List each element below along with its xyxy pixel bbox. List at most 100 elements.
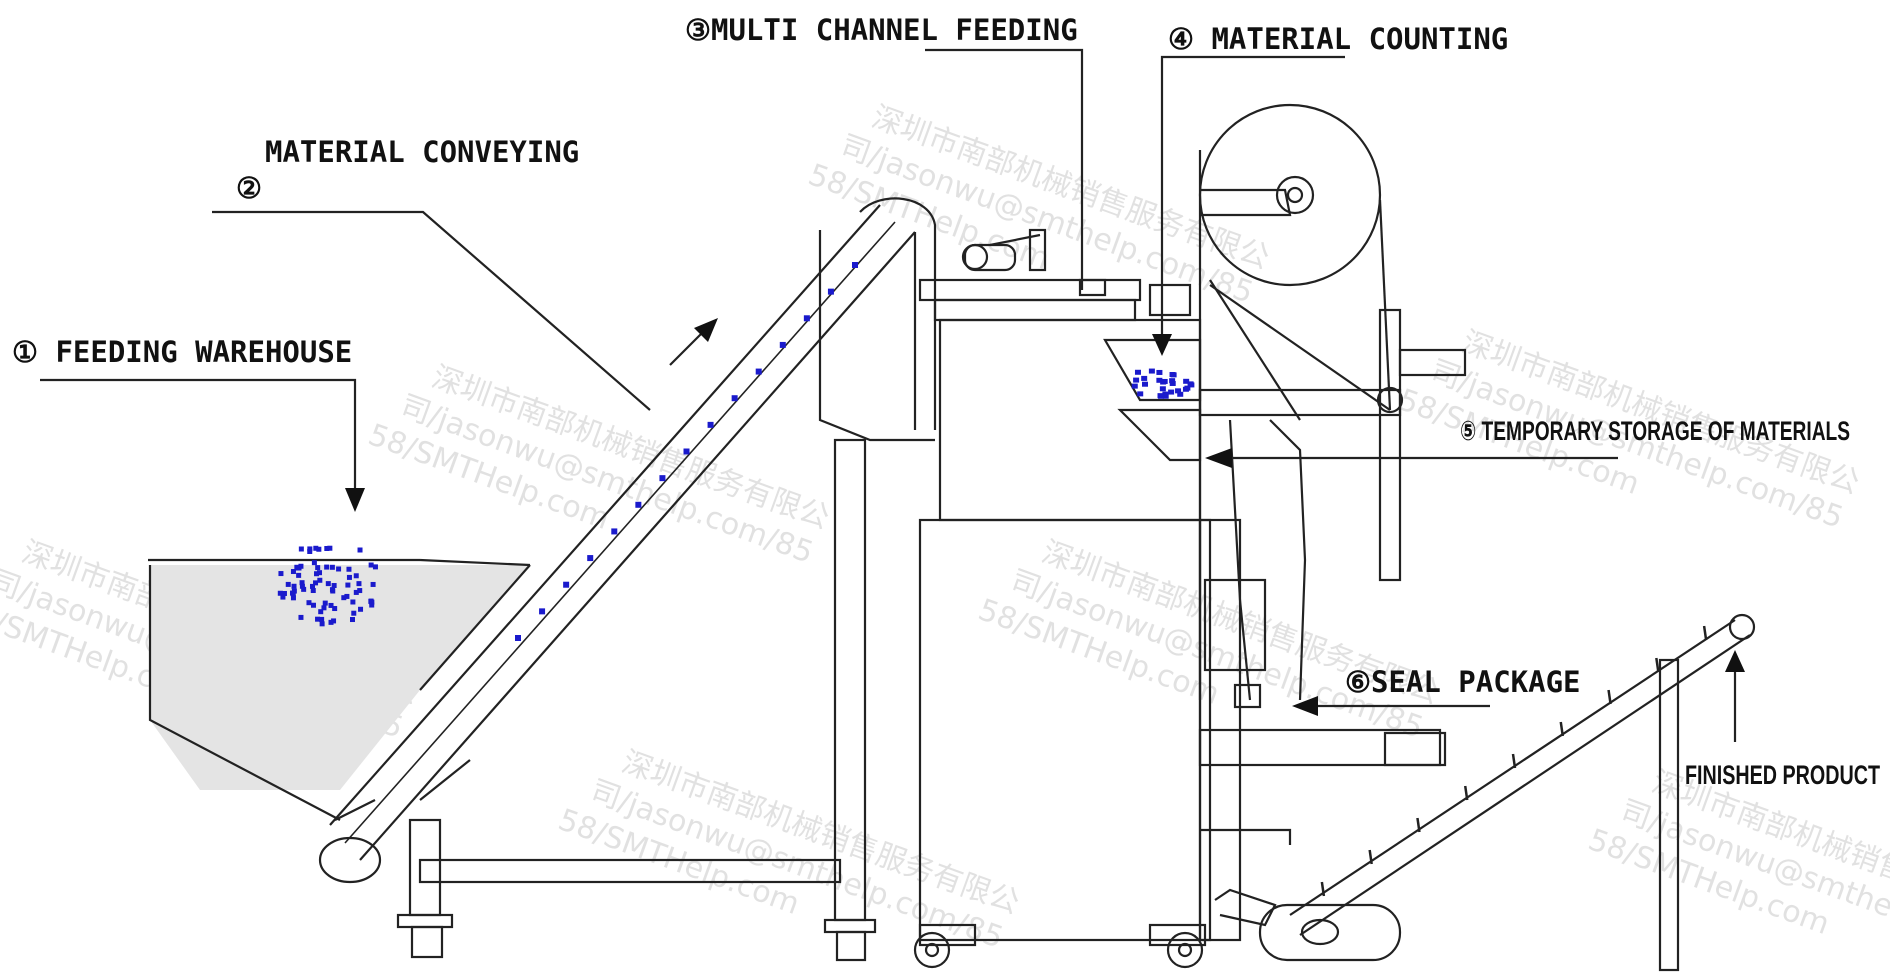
material-pellet xyxy=(353,573,359,579)
watermark: 深圳市南部机械销售服务有限公 司/jasonwu@smthelp.com/85 … xyxy=(974,535,1444,746)
material-pellet xyxy=(311,560,317,566)
dancer-bracket xyxy=(1398,348,1467,377)
base-beam xyxy=(418,858,842,884)
tension-wheel xyxy=(1376,386,1404,414)
left-leg xyxy=(408,818,442,917)
material-pellet xyxy=(587,555,594,562)
material-pellet xyxy=(1148,368,1155,374)
material-pellet xyxy=(344,593,350,599)
material-pellet xyxy=(1142,381,1149,387)
conveyor-cleat xyxy=(1368,849,1373,865)
label-step4: ④ MATERIAL COUNTING xyxy=(1152,22,1508,356)
material-pellet xyxy=(336,566,342,572)
material-pellet xyxy=(346,574,352,580)
material-pellet xyxy=(318,609,324,615)
material-pellet xyxy=(313,580,319,586)
material-pellet xyxy=(319,621,325,627)
multi-channel-feeder xyxy=(918,228,1142,322)
conveyor-cleat xyxy=(1416,817,1421,833)
label-step3: ③MULTI CHANNEL FEEDING xyxy=(685,13,1084,290)
material-pellet xyxy=(298,614,304,620)
dancer-arm xyxy=(1378,308,1402,582)
counting-sensor xyxy=(1148,283,1192,317)
material-pellet xyxy=(329,564,335,570)
conveyor-bottom-bracket2 xyxy=(419,759,471,801)
material-pellet xyxy=(281,590,287,596)
caster-right-mount xyxy=(1148,923,1207,947)
seal-jaw xyxy=(1198,578,1447,845)
watermark: 深圳市南部机械销售服务有限公 司/jasonwu@smthelp.com/85 … xyxy=(554,745,1024,956)
arrow-down-icon xyxy=(345,488,365,512)
material-pellet xyxy=(369,602,375,608)
material-pellet xyxy=(368,562,374,568)
watermark-group: 深圳市南部机械销售服务有限公 司/jasonwu@smthelp.com/85 … xyxy=(0,100,1890,973)
material-pellet xyxy=(316,546,322,552)
leader-step3 xyxy=(925,48,1084,290)
output-pulley-bottom xyxy=(1258,903,1402,962)
output-pulley-hub xyxy=(1300,918,1340,946)
hopper-inner-wall xyxy=(419,564,531,691)
material-pellet xyxy=(1170,372,1177,378)
material-pellet xyxy=(346,566,352,572)
material-pellet xyxy=(1141,375,1148,381)
material-pellet xyxy=(306,600,312,606)
label-seal-package: ⑥SEAL PACKAGE xyxy=(1345,665,1581,699)
material-pellet xyxy=(1182,386,1189,392)
feeder-outlet xyxy=(1078,278,1107,297)
material-pellet xyxy=(1169,378,1176,384)
caster-right xyxy=(1166,931,1204,969)
label-feeding-warehouse: ① FEEDING WAREHOUSE xyxy=(12,335,352,369)
conveyor-cleat xyxy=(1511,753,1517,769)
material-pellet xyxy=(1175,388,1182,394)
conveyor-cleat xyxy=(1559,721,1565,737)
output-pedal xyxy=(1214,888,1277,927)
base-ledge xyxy=(1200,828,1292,845)
material-pellet xyxy=(1162,393,1169,399)
seal-jaw-cylinder xyxy=(1233,683,1262,709)
hopper-fill xyxy=(150,565,530,790)
material-pellet xyxy=(328,619,334,625)
material-pellet xyxy=(277,590,283,596)
feeder-post xyxy=(1028,228,1047,272)
film-path-1 xyxy=(1209,279,1301,421)
conveyor-head xyxy=(859,197,937,430)
material-pellet xyxy=(298,546,304,552)
film-frame-right xyxy=(1378,199,1392,411)
material-pellet xyxy=(309,583,315,589)
base-frame xyxy=(396,438,877,962)
leader-step1 xyxy=(40,378,357,490)
material-pellet xyxy=(803,315,810,322)
material-pellet xyxy=(319,616,325,622)
material-pellet xyxy=(299,583,305,589)
conveyor-lower-edge xyxy=(359,231,916,861)
material-pellet xyxy=(707,421,714,428)
label-finished-product: FINISHED PRODUCT xyxy=(1685,760,1880,790)
material-pellet xyxy=(1156,377,1163,383)
crossbar xyxy=(1198,388,1402,417)
material-pellet xyxy=(310,588,316,594)
material-pellet xyxy=(659,475,666,482)
material-pellet xyxy=(827,288,834,295)
hopper-wall xyxy=(148,565,341,821)
output-pulley-top xyxy=(1728,613,1756,641)
output-conveyor-cleats xyxy=(1320,625,1708,897)
material-pellet xyxy=(298,563,304,569)
output-conveyor xyxy=(1214,613,1756,972)
caster-right-hub xyxy=(1177,942,1193,958)
label-material-conveying: MATERIAL CONVEYING xyxy=(265,135,579,169)
output-chute-end xyxy=(1383,731,1447,767)
material-pellet xyxy=(331,618,337,624)
film-path-2 xyxy=(1209,284,1391,411)
material-pellet xyxy=(779,341,786,348)
film-roll xyxy=(1198,103,1382,287)
temporary-storage xyxy=(1117,408,1202,462)
material-pellet xyxy=(353,589,359,595)
material-pellet xyxy=(291,583,297,589)
material-pellet xyxy=(315,616,321,622)
material-pellet xyxy=(324,545,330,551)
leader-step2 xyxy=(212,210,651,411)
material-pellet xyxy=(296,572,302,578)
material-pellet xyxy=(315,565,321,571)
